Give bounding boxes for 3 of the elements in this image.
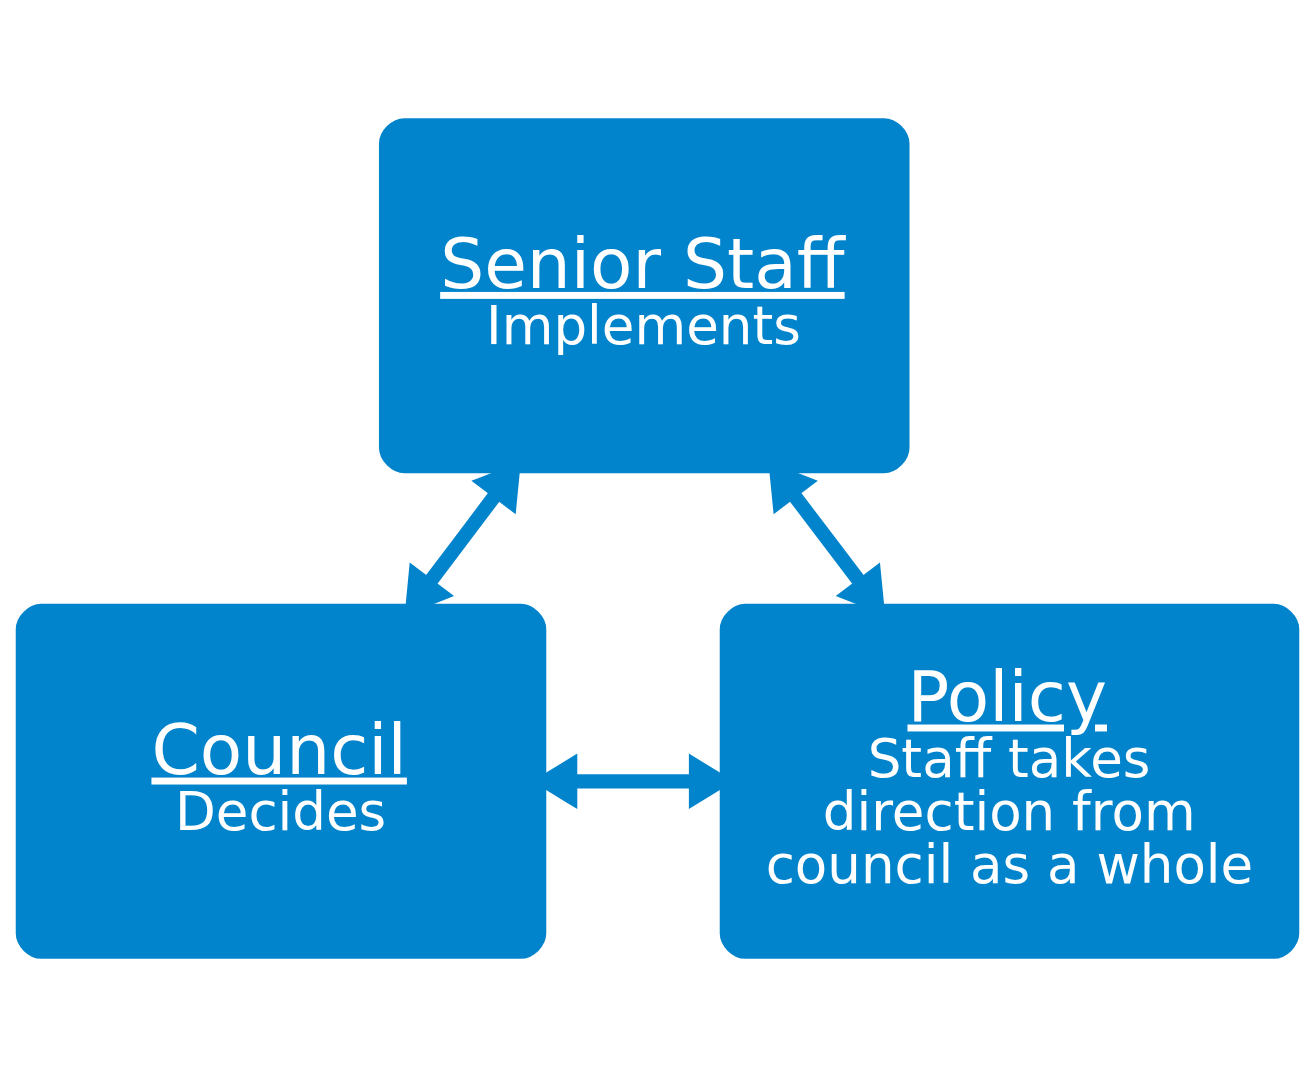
node-box: Senior Staff Implements — [378, 118, 910, 474]
node-box: Policy Staff takes direction from council as a whole — [719, 603, 1300, 959]
node-box: Council Decides — [15, 603, 547, 959]
